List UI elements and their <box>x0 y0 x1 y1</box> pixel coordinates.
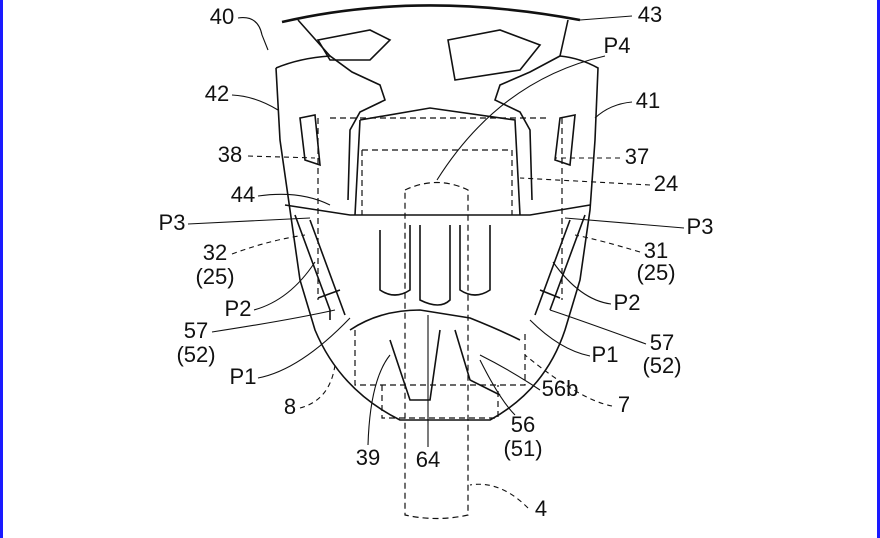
label-p1-left: P1 <box>230 364 257 389</box>
label-40: 40 <box>210 4 234 29</box>
leader-lines <box>187 15 685 509</box>
label-37: 37 <box>625 144 649 169</box>
label-57-left-sub: (52) <box>176 342 215 367</box>
label-p2-left: P2 <box>225 296 252 321</box>
label-57-right: 57 <box>650 330 674 355</box>
label-p1-right: P1 <box>592 342 619 367</box>
label-7: 7 <box>618 392 630 417</box>
label-57-left: 57 <box>184 318 208 343</box>
label-32: 32 <box>203 240 227 265</box>
label-p3-right: P3 <box>687 214 714 239</box>
body-outline <box>275 4 599 421</box>
label-41: 41 <box>636 88 660 113</box>
label-8: 8 <box>284 394 296 419</box>
label-38: 38 <box>218 142 242 167</box>
label-32-sub: (25) <box>195 264 234 289</box>
label-p4: P4 <box>604 33 631 58</box>
label-57-right-sub: (52) <box>642 353 681 378</box>
label-56-sub: (51) <box>503 436 542 461</box>
label-44: 44 <box>231 182 255 207</box>
label-43: 43 <box>638 2 662 27</box>
label-64: 64 <box>416 447 440 472</box>
label-39: 39 <box>356 445 380 470</box>
label-24: 24 <box>654 171 678 196</box>
label-4: 4 <box>535 496 547 521</box>
label-56: 56 <box>511 412 535 437</box>
label-p2-right: P2 <box>614 290 641 315</box>
dashed-hidden-lines <box>317 117 563 520</box>
label-p3-left: P3 <box>159 210 186 235</box>
label-56b: 56b <box>542 376 579 401</box>
label-42: 42 <box>205 81 229 106</box>
label-31: 31 <box>644 238 668 263</box>
label-31-sub: (25) <box>636 260 675 285</box>
